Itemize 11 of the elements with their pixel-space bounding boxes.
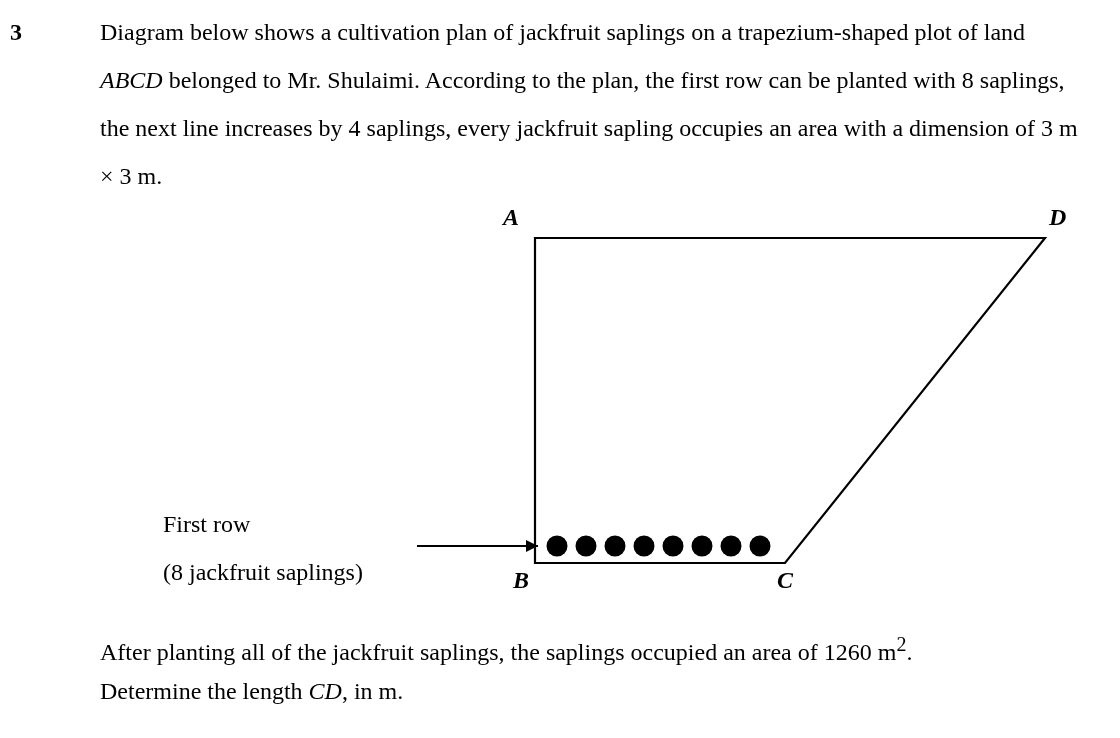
question-prompt: Determine the length CD, in m. <box>100 677 404 706</box>
arrow <box>416 540 539 552</box>
row-caption: First row <box>163 510 252 539</box>
question-number: 3 <box>10 18 22 47</box>
vertex-label: D <box>1049 203 1067 231</box>
vertex-label: A <box>503 203 519 231</box>
vertex-label: B <box>513 566 529 594</box>
question-text: Diagram below shows a cultivation plan of jackfruit saplings on a trapezium-shaped plot of land ABCD belonged to Mr. Shulaimi. According to the plan, the first row can be planted with 8 saplings, the next line increases by 4 saplings, every jackfruit sapling occupies an area with a dimension of 3 m × 3 m. <box>100 18 1079 191</box>
row-caption: (8 jackfruit saplings) <box>163 558 363 587</box>
question-text: After planting all of the jackfruit saplings, the saplings occupied an area of 1260 m$^{2}$. <box>100 632 913 667</box>
vertex-label: C <box>777 566 793 594</box>
